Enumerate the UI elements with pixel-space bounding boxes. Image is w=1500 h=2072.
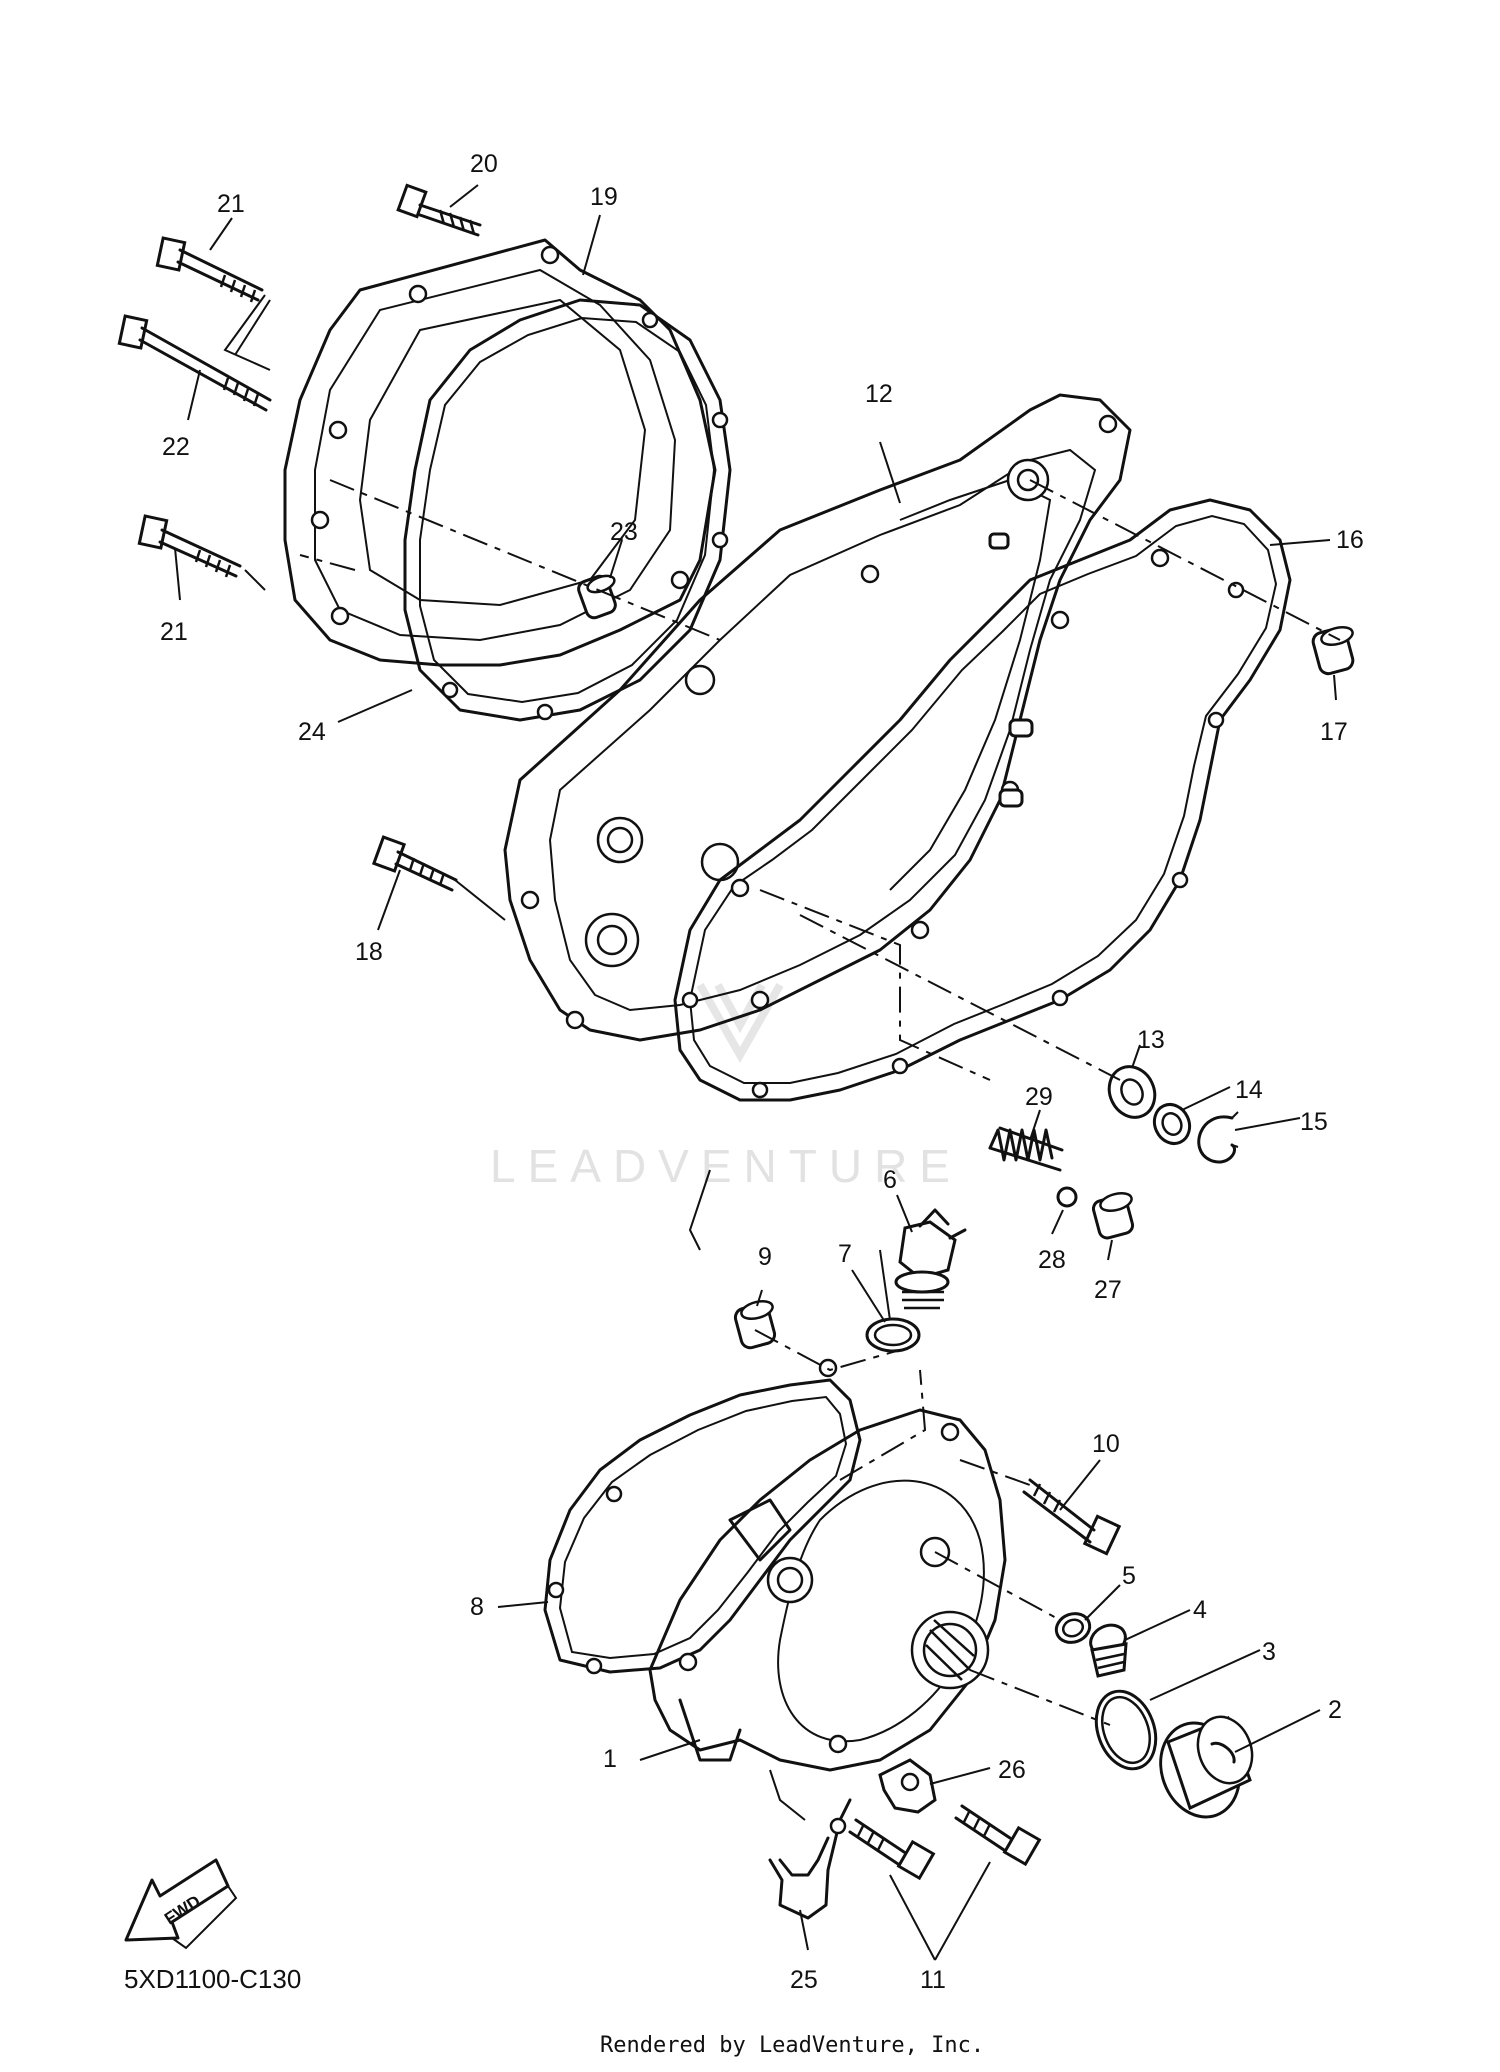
bolt-10 bbox=[1022, 1478, 1122, 1556]
callout-4: 4 bbox=[1193, 1596, 1207, 1624]
clutch-cover-19 bbox=[283, 238, 717, 667]
callout-23: 23 bbox=[610, 518, 638, 546]
callout-19: 19 bbox=[590, 183, 618, 211]
callout-6: 6 bbox=[883, 1166, 897, 1194]
dowel-pin-17 bbox=[1311, 625, 1355, 676]
bolt-22 bbox=[117, 314, 272, 412]
bolt-20 bbox=[396, 183, 482, 237]
circlip-15 bbox=[1197, 1111, 1239, 1164]
o-ring-5 bbox=[1054, 1612, 1092, 1644]
callout-20: 20 bbox=[470, 150, 498, 178]
render-credit: Rendered by LeadVenture, Inc. bbox=[600, 2033, 984, 2058]
fwd-arrow-icon: FWD bbox=[124, 1858, 238, 1950]
callout-2: 2 bbox=[1328, 1696, 1342, 1724]
spring-29 bbox=[988, 1126, 1064, 1172]
callout-8: 8 bbox=[470, 1593, 484, 1621]
clamp-26 bbox=[878, 1758, 937, 1814]
bolt-21-upper bbox=[155, 236, 264, 303]
bolt-11-right bbox=[954, 1804, 1042, 1867]
callout-16: 16 bbox=[1336, 526, 1364, 554]
callout-12: 12 bbox=[865, 380, 893, 408]
bracket-25 bbox=[768, 1798, 852, 1920]
callout-21a: 21 bbox=[217, 190, 245, 218]
callout-18: 18 bbox=[355, 938, 383, 966]
o-ring-3 bbox=[1094, 1689, 1158, 1771]
ball-28 bbox=[1056, 1186, 1078, 1208]
o-ring-7 bbox=[865, 1317, 921, 1353]
crankcase-cover-12 bbox=[503, 393, 1132, 1042]
watermark-text: LEADVENTURE bbox=[490, 1140, 962, 1192]
callout-1: 1 bbox=[603, 1745, 617, 1773]
oil-filler-plug-6 bbox=[894, 1208, 967, 1310]
callout-26: 26 bbox=[998, 1756, 1026, 1784]
diagram-code: 5XD1100-C130 bbox=[124, 1964, 301, 1994]
callout-28: 28 bbox=[1038, 1246, 1066, 1274]
callout-10: 10 bbox=[1092, 1430, 1120, 1458]
fwd-label: FWD bbox=[161, 1891, 204, 1928]
callout-25: 25 bbox=[790, 1966, 818, 1994]
callout-13: 13 bbox=[1137, 1026, 1165, 1054]
plug-4 bbox=[1089, 1623, 1128, 1678]
callout-22: 22 bbox=[162, 433, 190, 461]
callout-27: 27 bbox=[1094, 1276, 1122, 1304]
callout-9: 9 bbox=[758, 1243, 772, 1271]
callout-3: 3 bbox=[1262, 1638, 1276, 1666]
oil-seal-13 bbox=[1107, 1065, 1157, 1119]
watermark: LEADVENTURE bbox=[490, 983, 962, 1192]
bolt-21-lower bbox=[137, 514, 242, 578]
callout-17: 17 bbox=[1320, 718, 1348, 746]
plug-2 bbox=[1159, 1715, 1254, 1819]
bolt-18 bbox=[371, 835, 458, 892]
callout-numbers: 1 2 3 4 5 6 7 8 9 10 11 12 13 14 15 16 1… bbox=[160, 150, 1364, 1994]
callout-7: 7 bbox=[838, 1240, 852, 1268]
dowel-pin-9 bbox=[733, 1299, 777, 1350]
magneto-cover-gasket-8 bbox=[543, 1358, 862, 1675]
callout-14: 14 bbox=[1235, 1076, 1263, 1104]
callout-5: 5 bbox=[1122, 1562, 1136, 1590]
washer-14 bbox=[1152, 1103, 1192, 1145]
collar-27 bbox=[1091, 1191, 1135, 1240]
leader-lines bbox=[174, 184, 1337, 1961]
callout-24: 24 bbox=[298, 718, 326, 746]
crankcase-cover-gasket-16 bbox=[673, 498, 1292, 1102]
clutch-cover-gasket-24 bbox=[403, 298, 732, 722]
callout-29: 29 bbox=[1025, 1083, 1053, 1111]
bolt-11-left bbox=[848, 1818, 936, 1881]
callout-15: 15 bbox=[1300, 1108, 1328, 1136]
assembly-lines bbox=[223, 294, 1341, 1821]
callout-21b: 21 bbox=[160, 618, 188, 646]
magneto-cover-1 bbox=[648, 1408, 1007, 1772]
callout-11: 11 bbox=[920, 1966, 946, 1994]
